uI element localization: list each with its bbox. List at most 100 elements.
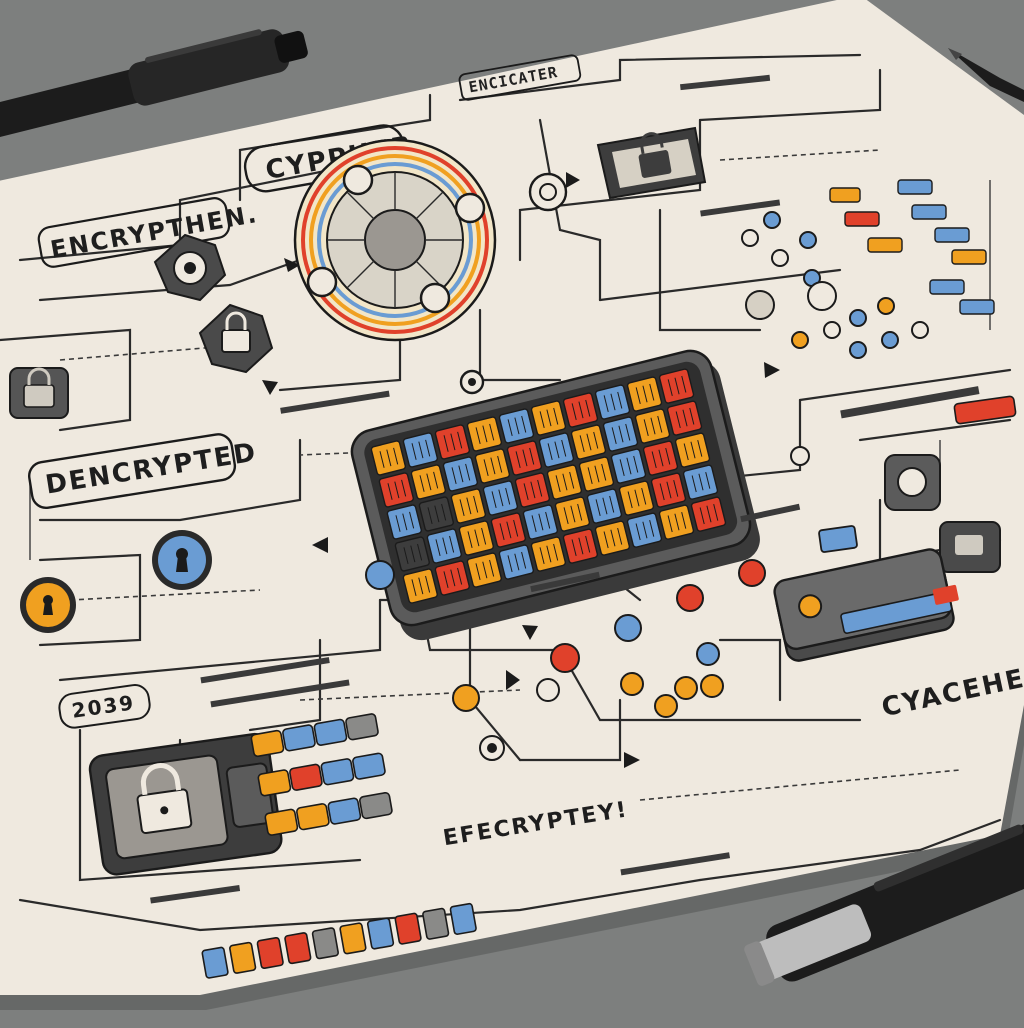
red-code-strip — [953, 395, 1017, 425]
strip-segment — [284, 932, 312, 965]
pill-segment — [359, 791, 393, 820]
padlock-icon — [9, 367, 69, 419]
scribble-text — [150, 74, 980, 904]
grid-cell-marking — [467, 527, 487, 548]
cipher-disc-icon — [293, 138, 497, 342]
grid-cell-marking — [635, 519, 655, 541]
badge-57 — [818, 525, 858, 553]
hex-badge-eye — [153, 233, 227, 302]
grid-cell-marking — [411, 575, 431, 596]
grid-cell-marking — [499, 519, 519, 540]
grid-cell-marking — [603, 391, 623, 413]
grid-cell-marking — [531, 511, 551, 533]
orange-tags — [829, 179, 995, 315]
pen-icon — [948, 48, 1024, 102]
grid-cell-marking — [411, 439, 431, 460]
strip-segment — [449, 902, 477, 935]
grid-cell-marking — [611, 423, 631, 445]
grid-cell-marking — [595, 495, 615, 517]
cipher-grid-device — [350, 349, 760, 641]
pill-segment — [320, 758, 355, 786]
grid-cell — [666, 400, 703, 436]
keyhole-icon — [152, 530, 212, 590]
pen-icon — [0, 29, 308, 138]
grid-cell-marking — [507, 415, 527, 436]
pill-segment — [295, 803, 330, 831]
pill-segment — [327, 797, 362, 825]
grid-cell-marking — [643, 415, 663, 437]
strip-segment — [229, 941, 257, 974]
padlock-icon — [198, 303, 274, 374]
grid-cell-marking — [659, 479, 679, 501]
padlock-icon — [596, 126, 707, 200]
grid-cell-marking — [427, 503, 447, 524]
grid-cell-marking — [691, 471, 711, 493]
grid-cell-marking — [571, 399, 591, 420]
grid-cell-marking — [603, 527, 623, 549]
grid-cell-marking — [475, 559, 495, 581]
grid-cell-marking — [635, 383, 655, 405]
grid-cell-marking — [651, 447, 671, 469]
grid-cell-marking — [419, 471, 439, 492]
grid-cell-marking — [443, 567, 463, 588]
right-icon-cluster — [741, 179, 1017, 573]
grid-cell-marking — [515, 447, 535, 468]
padlock-icon — [88, 732, 283, 876]
grid-cell-marking — [579, 431, 599, 453]
node-network — [365, 172, 810, 761]
grid-cell-marking — [563, 503, 583, 525]
grid-cell-marking — [619, 455, 639, 477]
strip-segment — [256, 936, 284, 970]
grid-cell-marking — [627, 487, 647, 509]
small-dots — [741, 211, 929, 359]
grid-cell-marking — [435, 535, 455, 556]
grid-cell-marking — [475, 423, 495, 444]
pill-rows — [250, 713, 393, 836]
strip-segment — [311, 927, 339, 960]
pen-icon — [744, 821, 1024, 986]
grid-cell-marking — [699, 503, 719, 525]
grid-cell — [394, 536, 430, 572]
grid-cell-marking — [459, 495, 479, 516]
strip-segment — [422, 907, 450, 940]
pill-segment — [257, 769, 292, 797]
grid-cell-marking — [683, 439, 703, 461]
grid-cell-marking — [403, 543, 423, 564]
grid-cell-marking — [451, 463, 471, 484]
grid-cell-marking — [667, 375, 687, 397]
strip-segment — [201, 946, 229, 979]
grid-cell-marking — [523, 479, 543, 500]
grid-cell-marking — [675, 407, 695, 429]
strip-segment — [394, 912, 422, 945]
padlock-icon — [939, 521, 1001, 573]
grid-cell-marking — [395, 511, 415, 532]
pill-segment — [282, 724, 316, 752]
grid-cell-marking — [667, 511, 687, 533]
grid-cell-marking — [547, 439, 567, 460]
grid-cell-marking — [539, 407, 559, 428]
keyhole-icon — [20, 577, 76, 633]
pill-segment — [250, 729, 285, 758]
grid-cell-marking — [379, 447, 399, 468]
grid-cell-marking — [587, 463, 607, 485]
strip-segment — [339, 922, 367, 955]
grid-cell-marking — [483, 455, 503, 476]
gear-icon — [884, 454, 941, 511]
grid-cell-marking — [539, 543, 559, 565]
grid-cell-marking — [387, 479, 407, 500]
card-reader-device — [773, 548, 959, 662]
pill-segment — [352, 752, 386, 780]
grid-cell-marking — [443, 431, 463, 452]
grid-cell-marking — [507, 551, 527, 573]
pill-segment — [313, 718, 348, 746]
strip-segment — [366, 917, 395, 950]
grid-cell-marking — [555, 471, 575, 493]
pill-segment — [345, 713, 379, 741]
bottom-strip — [201, 902, 477, 979]
grid-cell-marking — [491, 487, 511, 508]
pill-segment — [264, 808, 299, 836]
grid-cells — [370, 368, 727, 604]
grid-cell — [386, 504, 422, 540]
